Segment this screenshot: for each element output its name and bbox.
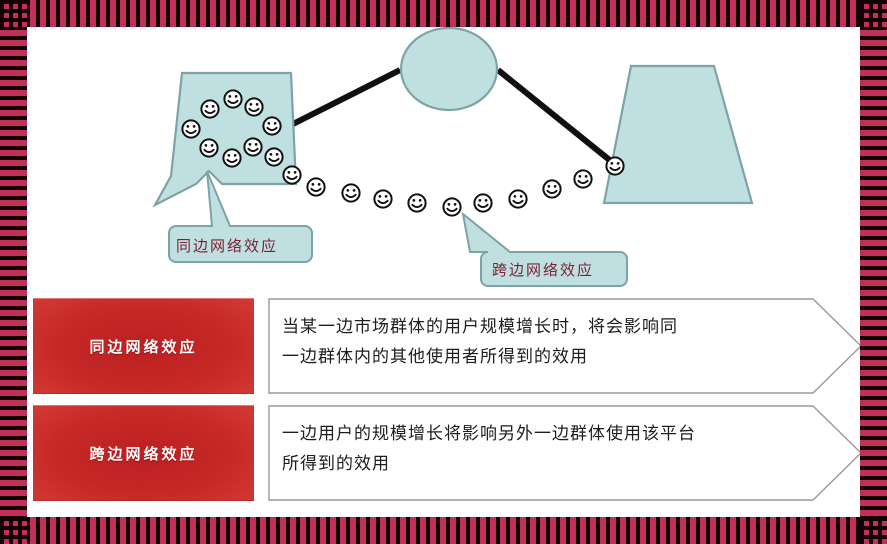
connector-right xyxy=(496,67,614,165)
badge-same-side-label: 同边网络效应 xyxy=(89,339,198,356)
frame-border-right xyxy=(860,0,887,544)
callout-cross-side xyxy=(461,211,628,287)
callout-same-side-label: 同边网络效应 xyxy=(176,239,279,255)
platform-ellipse xyxy=(399,26,499,112)
panel-same-side-shape xyxy=(268,298,863,394)
cross-side-users xyxy=(341,156,625,217)
row-same-side: 同边网络效应 当某一边市场群体的用户规模增长时，将会影响同 一边群体内的其他使用… xyxy=(0,298,887,394)
frame-corner-bottom-right xyxy=(860,517,887,544)
panel-same-side-text: 当某一边市场群体的用户规模增长时，将会影响同 一边群体内的其他使用者所得到的效用 xyxy=(282,312,782,372)
network-effect-diagram xyxy=(152,26,754,287)
panel-same-side: 当某一边市场群体的用户规模增长时，将会影响同 一边群体内的其他使用者所得到的效用 xyxy=(268,298,863,394)
badge-cross-side: 跨边网络效应 xyxy=(33,405,254,501)
frame-corner-bottom-left xyxy=(0,517,27,544)
panel-cross-side-line-2: 所得到的效用 xyxy=(282,454,390,473)
frame-border-bottom xyxy=(0,517,887,544)
panel-same-side-line-2: 一边群体内的其他使用者所得到的效用 xyxy=(282,347,588,366)
right-market-trapezoid xyxy=(602,64,754,205)
frame-corner-top-left xyxy=(0,0,27,27)
callout-cross-side-label: 跨边网络效应 xyxy=(492,263,595,279)
row-cross-side: 跨边网络效应 一边用户的规模增长将影响另外一边群体使用该平台 所得到的效用 xyxy=(0,405,887,501)
badge-same-side: 同边网络效应 xyxy=(33,298,254,394)
definition-rows: 同边网络效应 当某一边市场群体的用户规模增长时，将会影响同 一边群体内的其他使用… xyxy=(0,298,887,512)
panel-cross-side-line-1: 一边用户的规模增长将影响另外一边群体使用该平台 xyxy=(282,424,696,443)
frame-border-top xyxy=(0,0,887,27)
left-market-trapezoid xyxy=(152,71,298,208)
callout-same-side xyxy=(168,170,313,263)
panel-same-side-line-1: 当某一边市场群体的用户规模增长时，将会影响同 xyxy=(282,317,678,336)
frame-border-left xyxy=(0,0,27,544)
frame-corner-top-right xyxy=(860,0,887,27)
panel-cross-side: 一边用户的规模增长将影响另外一边群体使用该平台 所得到的效用 xyxy=(268,405,863,501)
panel-cross-side-text: 一边用户的规模增长将影响另外一边群体使用该平台 所得到的效用 xyxy=(282,419,782,479)
connector-left xyxy=(285,67,402,130)
badge-cross-side-label: 跨边网络效应 xyxy=(89,446,198,463)
panel-cross-side-shape xyxy=(268,405,863,501)
